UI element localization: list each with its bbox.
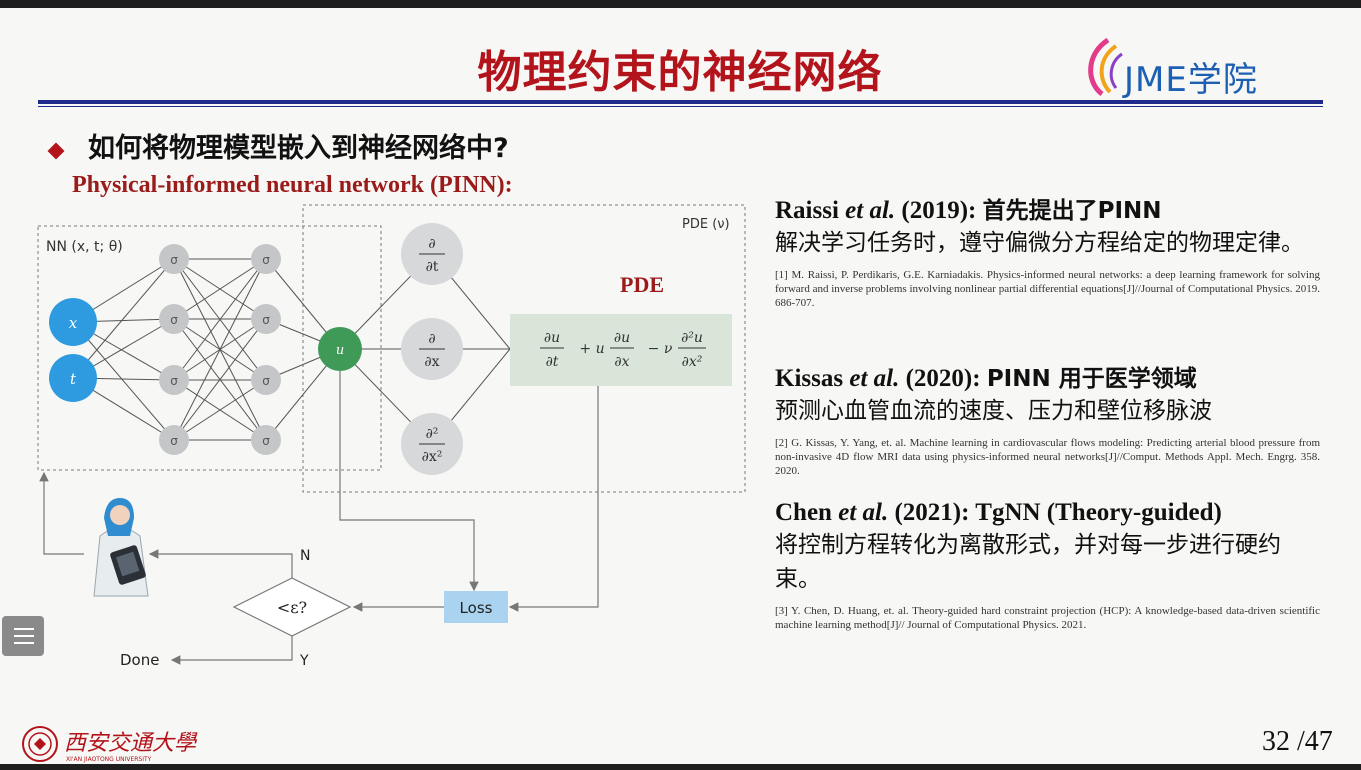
sigma-label: σ <box>262 313 270 327</box>
nn-box <box>37 225 382 471</box>
svg-text:∂u: ∂u <box>544 330 560 346</box>
pde-title: PDE <box>620 272 664 297</box>
slide: 物理约束的神经网络 JME学院 如何将物理模型嵌入到神经网络中? Physica… <box>0 8 1361 764</box>
ref-raissi: Raissi et al. (2019): 首先提出了PINN 解决学习任务时，… <box>775 196 1320 310</box>
svg-text:+ u: + u <box>579 341 604 357</box>
sigma-label: σ <box>262 434 270 448</box>
logo-text: JME学院 <box>1124 60 1258 100</box>
input-t-label: t <box>70 370 77 388</box>
hidden-layer-2: σ σ σ σ <box>251 244 281 455</box>
nn-label: NN (x, t; θ) <box>46 239 123 255</box>
svg-text:− ν: − ν <box>648 341 673 357</box>
input-x-label: x <box>69 314 78 332</box>
question-heading: 如何将物理模型嵌入到神经网络中? <box>88 133 509 164</box>
pde-box-label: PDE (ν) <box>682 217 730 232</box>
university-logo: 西安交通大學 XI'AN JIAOTONG UNIVERSITY <box>22 726 198 763</box>
svg-text:∂x²: ∂x² <box>682 354 703 370</box>
menu-button[interactable] <box>2 616 44 656</box>
svg-text:∂u: ∂u <box>614 330 630 346</box>
slide-title: 物理约束的神经网络 <box>477 47 883 98</box>
sigma-label: σ <box>170 313 178 327</box>
page-number: 32 /47 <box>1262 726 1333 757</box>
deriv-xx-bottom: ∂x² <box>422 449 443 465</box>
hidden-layer-1: σ σ σ σ <box>159 244 189 455</box>
ref-description: 预测心血管血流的速度、压力和壁位移脉波 <box>775 398 1212 424</box>
sigma-label: σ <box>170 434 178 448</box>
logo-swoosh-icon <box>1088 37 1110 96</box>
deriv-t-bottom: ∂t <box>426 259 439 275</box>
branch-n-arrow <box>148 549 293 578</box>
branch-y-arrow <box>170 636 293 665</box>
ref-chen: Chen et al. (2021): TgNN (Theory-guided)… <box>775 498 1320 632</box>
ref-citation: [2] G. Kissas, Y. Yang, et. al. Machine … <box>775 437 1320 477</box>
university-name: 西安交通大學 <box>64 731 198 756</box>
title-divider <box>38 100 1323 104</box>
eq-to-loss-arrow <box>508 386 599 612</box>
svg-text:∂²u: ∂²u <box>681 330 703 346</box>
pde-equation-box <box>510 314 732 386</box>
sigma-label: σ <box>170 374 178 388</box>
loss-box <box>444 591 508 623</box>
bullet-diamond-icon <box>47 142 65 160</box>
ref-description: 解决学习任务时，遵守偏微分方程给定的物理定律。 <box>775 230 1304 256</box>
deriv-t-top: ∂ <box>428 236 435 252</box>
input-node-t <box>49 354 97 402</box>
svg-text:∂t: ∂t <box>546 354 559 370</box>
loss-label: Loss <box>460 599 493 617</box>
deriv-x-bottom: ∂x <box>424 354 439 370</box>
university-seal-icon <box>22 726 58 762</box>
ref-citation: [1] M. Raissi, P. Perdikaris, G.E. Karni… <box>775 269 1320 309</box>
branch-n-label: N <box>300 548 310 564</box>
u-to-loss-arrow <box>339 371 479 592</box>
ref-heading: Chen et al. (2021): TgNN (Theory-guided) <box>775 499 1222 526</box>
pinn-label: Physical-informed neural network (PINN): <box>72 172 513 198</box>
ref-heading: Kissas et al. (2020): PINN 用于医学领域 <box>775 365 1197 392</box>
feedback-arrow <box>39 471 84 555</box>
done-label: Done <box>120 651 159 669</box>
input-node-x <box>49 298 97 346</box>
ref-description: 将控制方程转化为离散形式，并对每一步进行硬约束。 <box>775 532 1281 592</box>
deriv-xx-top: ∂² <box>426 426 439 442</box>
ref-citation: [3] Y. Chen, D. Huang, et. al. Theory-gu… <box>775 605 1320 631</box>
jme-logo <box>1088 37 1123 96</box>
title-divider-thin <box>38 106 1323 107</box>
pde-box <box>302 204 746 493</box>
sigma-label: σ <box>262 374 270 388</box>
output-u-label: u <box>336 343 344 358</box>
pde-equation: ∂u ∂t + u ∂u ∂x − ν ∂²u ∂x² <box>540 330 706 370</box>
deriv-x-top: ∂ <box>428 331 435 347</box>
svg-text:∂x: ∂x <box>614 354 629 370</box>
ref-heading: Raissi et al. (2019): 首先提出了PINN <box>775 197 1162 224</box>
university-name-en: XI'AN JIAOTONG UNIVERSITY <box>66 756 152 763</box>
decision-label: <ε? <box>277 598 307 617</box>
branch-y-label: Y <box>299 653 309 669</box>
sigma-label: σ <box>170 253 178 267</box>
output-node-u <box>318 327 362 371</box>
menu-icon <box>14 628 34 630</box>
ref-kissas: Kissas et al. (2020): PINN 用于医学领域 预测心血管血… <box>775 364 1320 478</box>
sigma-label: σ <box>262 253 270 267</box>
pinn-diagram: NN (x, t; θ) PDE (ν) x t σ <box>37 204 746 669</box>
scientist-icon <box>93 498 149 597</box>
